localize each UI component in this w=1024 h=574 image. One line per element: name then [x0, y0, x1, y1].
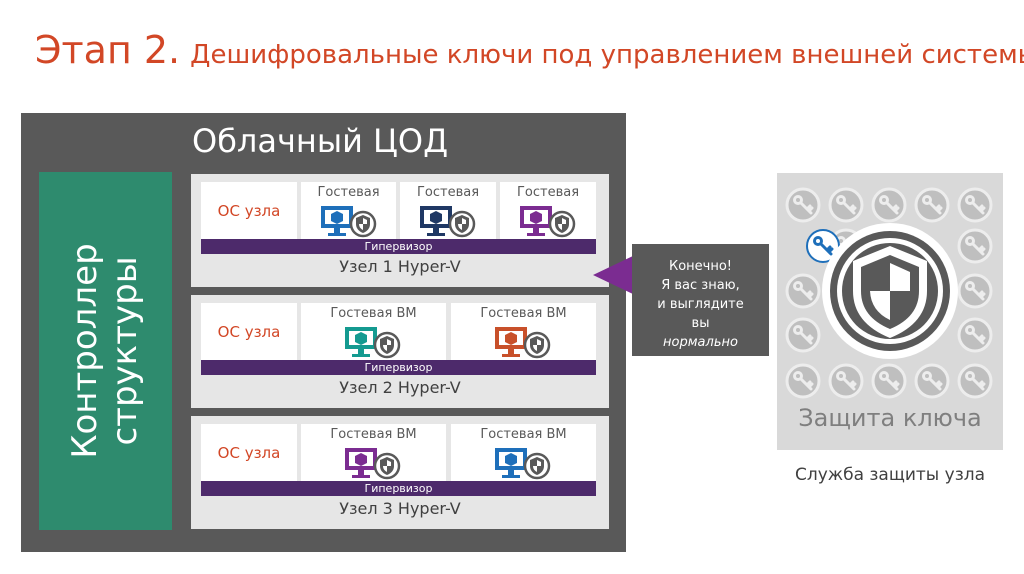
callout-line: Я вас знаю, [661, 278, 740, 293]
guest-vm-label: Гостевая [516, 185, 580, 200]
callout-line-emphasis: нормально [663, 335, 738, 350]
host-os-box: ОС узла [201, 424, 297, 482]
vm-monitor-icon [420, 206, 476, 238]
host-name: Узел 3 Hyper-V [339, 499, 461, 518]
host-os-label: ОС узла [217, 323, 281, 341]
key-icon [785, 187, 821, 223]
host-os-label: ОС узла [217, 202, 281, 220]
host-os-label: ОС узла [217, 444, 281, 462]
key-icon [957, 363, 993, 399]
key-icon [785, 363, 821, 399]
host-node-1: ОС узла Гостевая Гостевая Гостевая [191, 174, 609, 287]
guest-vm-label: Гостевая [317, 185, 380, 200]
key-icon [957, 187, 993, 223]
title-text: Дешифровальные ключи под управлением вне… [190, 40, 1024, 70]
callout-arrow-icon [593, 255, 635, 295]
guest-vm-box: Гостевая ВМ [301, 424, 446, 482]
host-guardian-service-caption: Служба защиты узла [794, 465, 986, 485]
guest-vm-label: Гостевая ВМ [480, 306, 567, 321]
key-protection-panel [777, 173, 1003, 450]
guest-vm-box: Гостевая [500, 182, 596, 240]
key-icon [871, 363, 907, 399]
vm-monitor-icon [495, 448, 551, 480]
key-protection-label: Защита ключа [798, 404, 982, 432]
key-icon [871, 187, 907, 223]
callout-line: Конечно! [668, 259, 733, 274]
datacenter-title: Облачный ЦОД [192, 122, 449, 160]
guest-vm-box: Гостевая ВМ [451, 303, 596, 361]
host-node-2: ОС узла Гостевая ВМ Гостевая ВМ Гиперв [191, 295, 609, 408]
callout-line: вы [691, 316, 710, 331]
host-os-box: ОС узла [201, 303, 297, 361]
callout-line: и выглядите [657, 297, 744, 312]
guest-vm-box: Гостевая [301, 182, 396, 240]
host-name: Узел 2 Hyper-V [339, 378, 461, 397]
slide-title: Этап 2. Дешифровальные ключи под управлен… [35, 28, 1024, 72]
key-icon [828, 187, 864, 223]
key-icon [828, 363, 864, 399]
key-icon [957, 273, 993, 309]
hypervisor-label: Гипервизор [364, 482, 433, 495]
vm-monitor-icon [345, 448, 401, 480]
title-step: Этап 2. [35, 28, 181, 72]
guest-vm-label: Гостевая ВМ [480, 427, 567, 442]
vm-monitor-icon [345, 327, 401, 359]
key-icon [914, 187, 950, 223]
key-icon [957, 228, 993, 264]
host-name: Узел 1 Hyper-V [339, 257, 461, 276]
guest-vm-box: Гостевая [400, 182, 496, 240]
host-os-box: ОС узла [201, 182, 297, 240]
hypervisor-bar: Гипервизор [201, 481, 596, 496]
key-icon [785, 317, 821, 353]
vm-monitor-icon [495, 327, 551, 359]
key-icon [914, 363, 950, 399]
key-grid [785, 187, 993, 399]
host-node-3: ОС узла Гостевая ВМ Гостевая ВМ Гиперв [191, 416, 609, 529]
hypervisor-label: Гипервизор [364, 361, 433, 374]
fabric-controller [39, 172, 172, 530]
hypervisor-label: Гипервизор [364, 240, 433, 253]
fabric-controller-label: Контроллер структуры [65, 243, 145, 459]
guest-vm-label: Гостевая ВМ [330, 306, 417, 321]
vm-monitor-icon [520, 206, 576, 238]
guest-vm-label: Гостевая ВМ [330, 427, 417, 442]
callout-text: Конечно! Я вас знаю, и выглядите вы норм… [632, 257, 769, 352]
shield-icon [822, 223, 958, 359]
guest-vm-label: Гостевая [416, 185, 480, 200]
active-key-icon [806, 229, 840, 263]
host-attestation-callout: Конечно! Я вас знаю, и выглядите вы норм… [632, 244, 769, 356]
vm-monitor-icon [321, 206, 377, 238]
guest-vm-box: Гостевая ВМ [451, 424, 596, 482]
hypervisor-bar: Гипервизор [201, 239, 596, 254]
key-icon [785, 273, 821, 309]
hypervisor-bar: Гипервизор [201, 360, 596, 375]
guest-vm-box: Гостевая ВМ [301, 303, 446, 361]
key-icon [957, 317, 993, 353]
